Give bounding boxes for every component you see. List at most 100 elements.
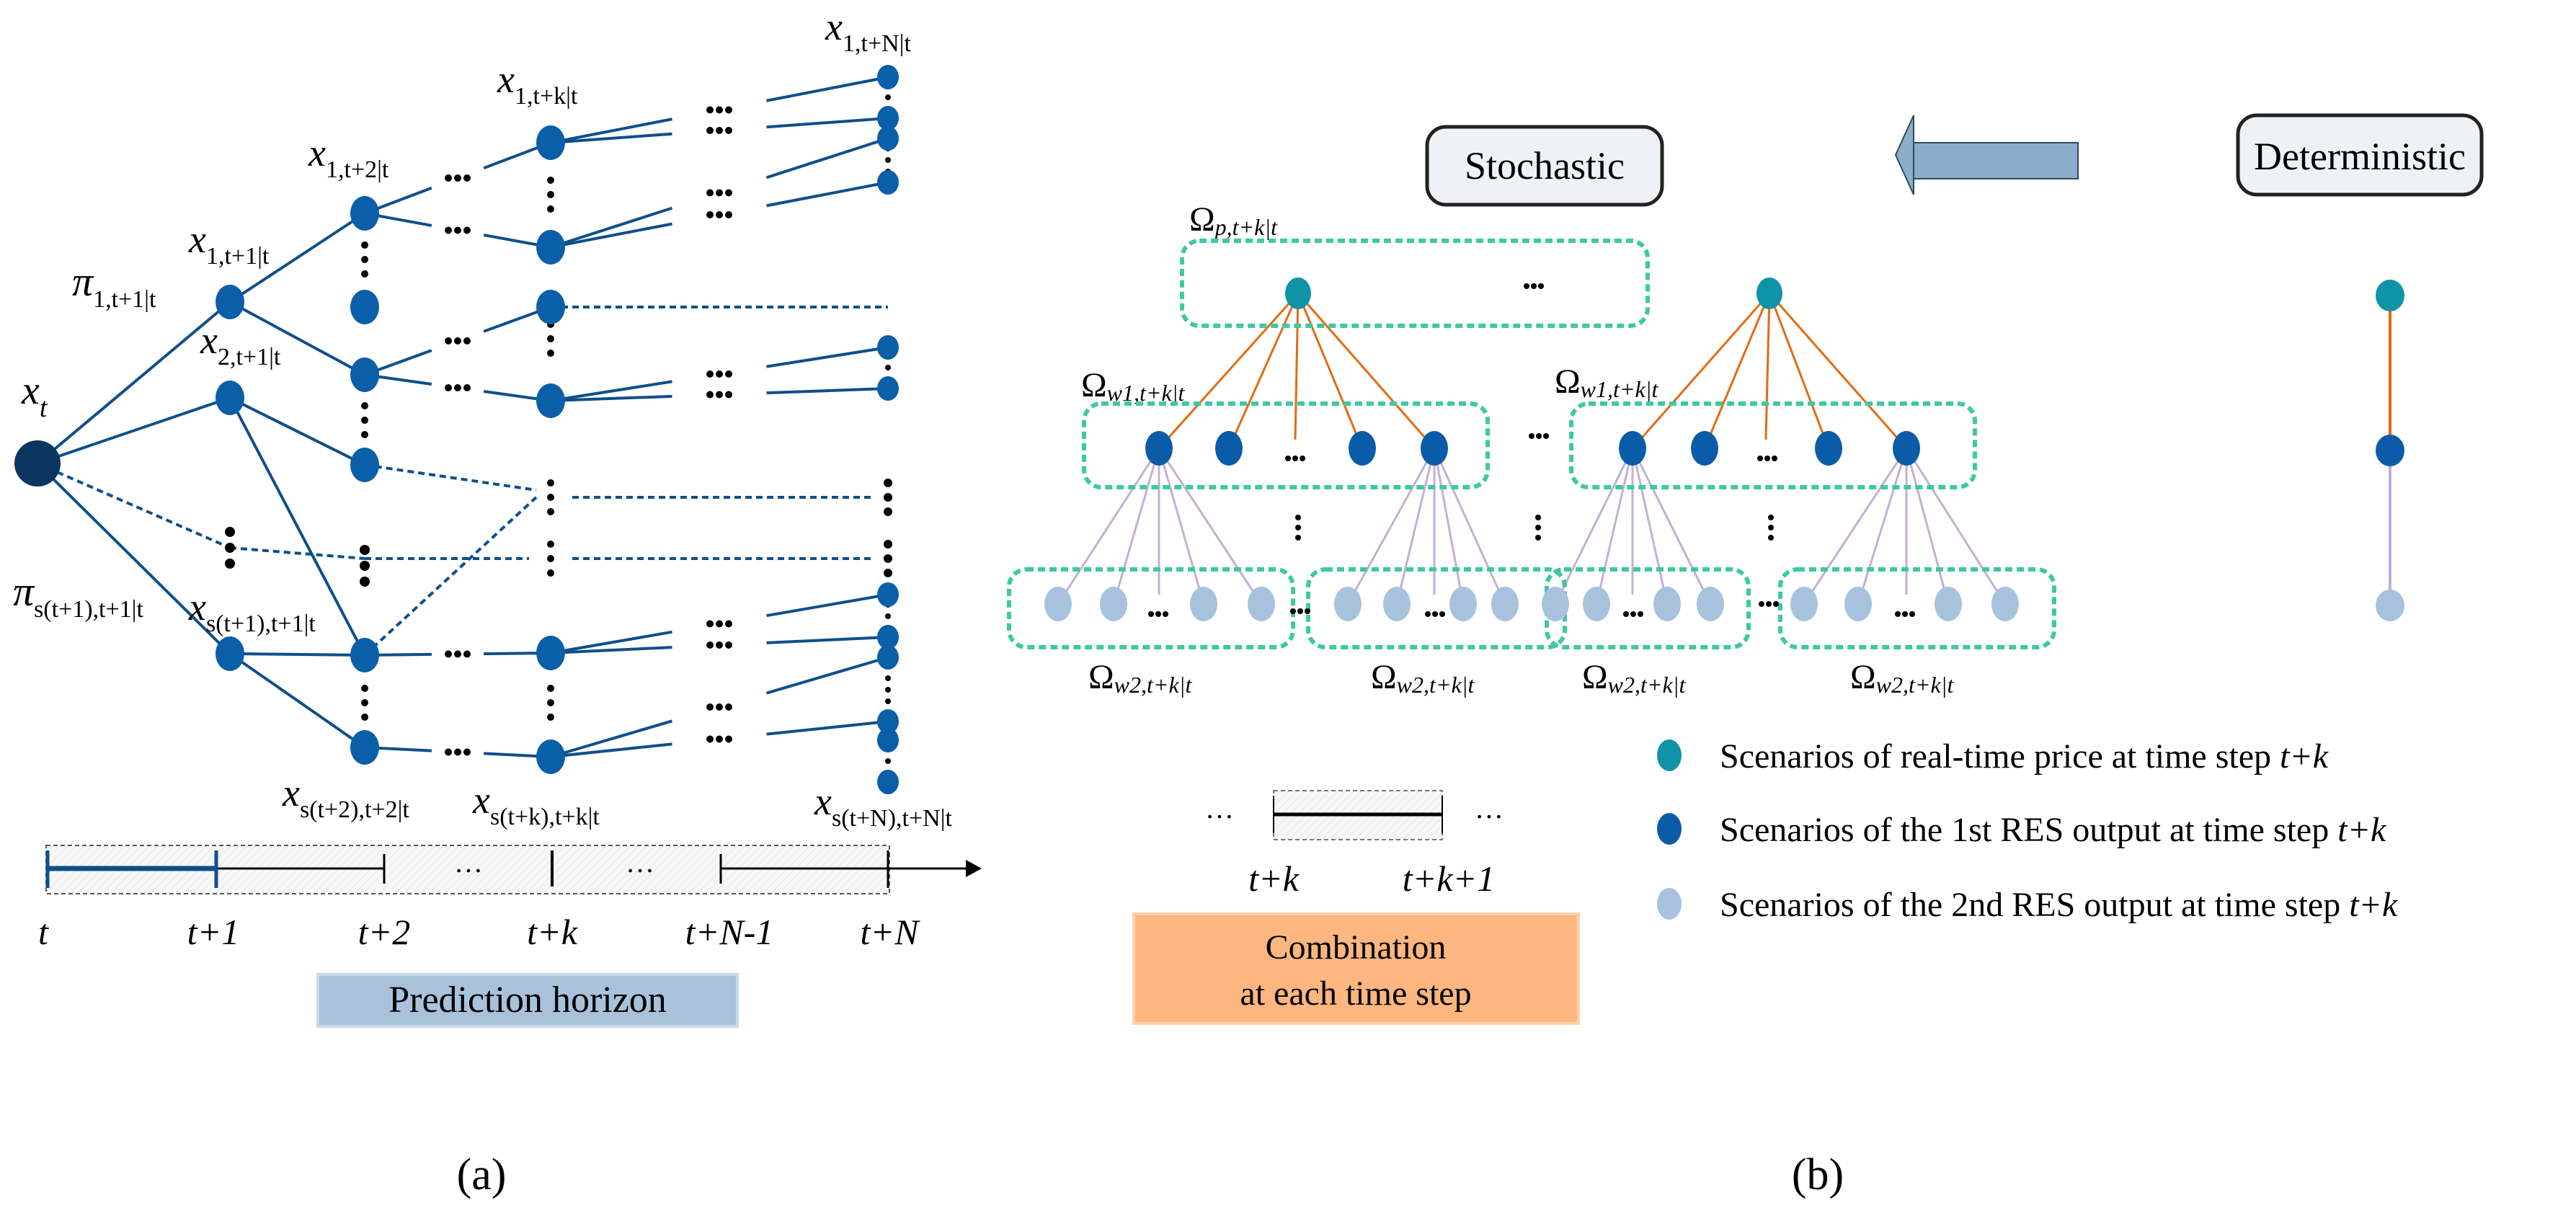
ellipsis-dot	[547, 685, 554, 692]
ellipsis-dot	[1432, 611, 1438, 617]
ellipsis-dot	[547, 541, 554, 548]
scenario-node	[536, 230, 565, 265]
tick-label-tk: t+k	[527, 912, 578, 952]
ellipsis-dot	[885, 687, 891, 693]
ellipsis-dot	[885, 157, 891, 163]
legend: Scenarios of real-time price at time ste…	[1657, 737, 2399, 924]
node-label-x1-tk: x1,t+k|t	[497, 58, 578, 110]
scenario-node	[536, 125, 565, 160]
scenario-node	[350, 638, 379, 672]
scenario-nodes	[1044, 277, 2404, 621]
omega-w1-label-right: Ωw1,t+k|t	[1555, 363, 1659, 402]
node-label-xs-t2: xs(t+2),t+2|t	[282, 771, 409, 823]
scenario-node	[350, 730, 379, 765]
ellipsis-dot	[706, 106, 714, 114]
ellipsis-dot	[706, 620, 714, 628]
ellipsis-dot	[716, 127, 723, 134]
price-to-res1-edge	[1703, 293, 1771, 449]
ellipsis-dot	[1909, 611, 1915, 617]
leaf-node	[877, 106, 899, 130]
tree-edge	[550, 630, 672, 654]
timestep-diagram: … … t+k t+k+1	[1205, 790, 1504, 899]
ellipsis-dot	[1300, 456, 1305, 461]
tick-label-t1: t+1	[187, 912, 240, 952]
scenario-ellipses	[1148, 283, 1915, 617]
ellipsis-dot	[547, 508, 554, 515]
ellipsis-dot	[885, 94, 891, 100]
scenario-node	[350, 448, 379, 482]
price-node-icon	[1657, 739, 1682, 771]
ellipsis-dot	[547, 569, 554, 577]
ellipsis-dot	[716, 211, 723, 218]
legend-text: Scenarios of the 1st RES output at time …	[1720, 811, 2387, 849]
res1-node-icon	[1657, 813, 1682, 845]
tree-edge	[550, 132, 672, 144]
res1-to-res2-edge	[1433, 448, 1506, 605]
ellipsis-dot	[360, 561, 370, 571]
timestep-label-tk: t+k	[1248, 858, 1300, 899]
ellipsis-dot	[547, 555, 554, 562]
ellipsis-dot	[725, 735, 732, 743]
scenario-edges	[1057, 292, 2391, 605]
res2-scenario-node	[1334, 587, 1362, 621]
res2-scenario-node	[1491, 587, 1519, 621]
timestep-ellipsis-left: …	[1205, 792, 1234, 825]
panel-a-scenario-tree: xt x1,t+1|t x2,t+1|t x1,t+2|t x1,t+k|t x…	[13, 5, 982, 1199]
ellipsis-dot	[361, 417, 368, 424]
ellipsis-dot	[716, 370, 723, 378]
ellipsis-dot	[725, 106, 732, 114]
ellipsis-dot	[547, 177, 554, 184]
ellipsis-dot	[547, 479, 554, 486]
tree-edge	[36, 301, 231, 465]
ellipsis-dot	[1292, 456, 1298, 461]
ellipsis-dot	[885, 758, 891, 764]
price-to-res1-edge	[1294, 293, 1300, 440]
ellipsis-dot	[445, 748, 452, 756]
res2-scenario-node	[1697, 587, 1724, 621]
ellipsis-dot	[1773, 601, 1779, 607]
res1-to-res2-edge	[1346, 448, 1436, 605]
res2-scenario-node	[1991, 587, 2019, 621]
tree-edge	[550, 394, 672, 402]
ellipsis-dot	[1772, 456, 1777, 461]
ellipsis-dot	[454, 174, 461, 182]
ellipsis-dot	[1524, 283, 1529, 289]
tree-edge	[550, 380, 672, 402]
omega-w2-label-1: Ωw2,t+k|t	[1088, 658, 1193, 698]
res1-scenario-node	[1691, 431, 1718, 466]
node-label-xs-t1: xs(t+1),t+1|t	[188, 585, 316, 637]
ellipsis-dot	[1757, 456, 1763, 461]
ellipsis-dot	[716, 106, 723, 114]
timestep-ellipsis-right: …	[1475, 792, 1504, 825]
res1-to-res2-edge	[1857, 448, 1908, 605]
stochastic-box	[1425, 125, 1664, 207]
ellipsis-dot	[454, 226, 461, 234]
ellipsis-dot	[1895, 611, 1901, 617]
leaf-node	[877, 582, 899, 607]
tree-edge	[766, 117, 889, 129]
res2-scenario-node	[1449, 587, 1477, 621]
res2-scenario-group	[1778, 567, 2056, 649]
res1-to-res2-edge	[1554, 448, 1634, 605]
deterministic-label: Deterministic	[2254, 135, 2466, 178]
leaf-node	[877, 376, 899, 401]
ellipsis-dot	[884, 540, 892, 548]
ellipsis-dot	[463, 226, 471, 234]
combination-box	[1132, 912, 1580, 1025]
tick-label-t: t	[38, 912, 49, 952]
ellipsis-dot	[884, 493, 892, 502]
ellipsis-dot	[547, 714, 554, 721]
ellipsis-dot	[1425, 611, 1431, 617]
ellipsis-dot	[1529, 433, 1535, 439]
tree-edge	[765, 656, 889, 695]
legend-text: Scenarios of real-time price at time ste…	[1720, 737, 2329, 776]
ellipsis-dot	[706, 189, 714, 197]
ellipsis-dot	[1768, 535, 1774, 541]
left-arrow-icon	[1913, 142, 2079, 179]
res1-scenario-node	[1815, 431, 1842, 466]
ellipsis-dot	[716, 391, 723, 399]
leaf-node	[877, 728, 899, 752]
price-to-res1-edge	[1768, 293, 1830, 449]
scenario-node	[536, 636, 565, 670]
legend-text: Scenarios of the 2nd RES output at time …	[1720, 886, 2399, 924]
